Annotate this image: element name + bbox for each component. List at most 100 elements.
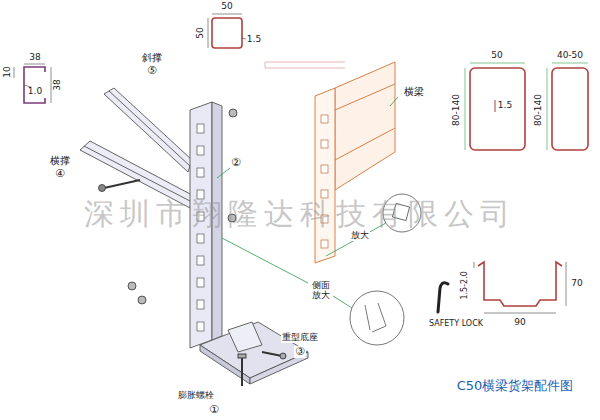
zoom-circle <box>350 291 404 345</box>
dimension-label: 1.5 <box>497 101 513 111</box>
dimension-line <box>212 14 242 15</box>
part-name: 横梁 <box>403 86 425 97</box>
zoom-circle <box>365 303 386 332</box>
dimension-line <box>208 18 209 48</box>
bolt <box>99 185 106 192</box>
callout-number: ③ <box>294 346 306 358</box>
beam <box>335 62 395 190</box>
dimension-line <box>566 262 567 306</box>
dimension-label: 1.5 <box>246 35 262 45</box>
beam <box>335 128 395 160</box>
dimension-line <box>14 64 51 103</box>
channel-profile <box>478 262 562 306</box>
dimension-line <box>474 262 566 313</box>
dimension-label: 38 <box>53 78 63 91</box>
beam-profile <box>470 68 525 150</box>
leader-line <box>390 97 398 106</box>
dimension-label: 80-140 <box>534 93 544 127</box>
dimension-label: 40-50 <box>556 51 584 61</box>
diagonal-brace <box>104 88 192 172</box>
base-plate <box>200 322 308 384</box>
c-profile <box>24 67 45 103</box>
connector-hole <box>321 140 328 148</box>
nut <box>138 296 146 304</box>
dimension-label: 38 <box>28 53 41 63</box>
callout-number: ⑤ <box>146 65 158 77</box>
anchor-bolt <box>241 358 243 386</box>
dimension-line <box>14 67 15 78</box>
dimension-line <box>465 63 588 150</box>
part-name: 膨胀螺栓 <box>177 391 215 401</box>
square-tube <box>212 18 242 48</box>
watermark: 深圳市翔隆达科技有限公司 <box>83 197 517 230</box>
upright-hole <box>197 124 204 133</box>
safety-lock-symbol <box>438 283 448 312</box>
beam-arm <box>265 62 345 68</box>
dimension-line <box>24 64 45 65</box>
upright-hole <box>197 146 204 155</box>
dimension-line <box>474 262 475 268</box>
connector-hole <box>321 240 328 248</box>
diagonal-brace <box>109 91 190 166</box>
beam-arm <box>265 62 266 68</box>
dimension-line <box>470 63 525 64</box>
connector-plate <box>315 88 335 263</box>
leader-line <box>217 168 230 178</box>
zoom-label: 侧面 放大 <box>310 281 333 301</box>
dimension-label: 10 <box>3 65 13 78</box>
bolt <box>99 180 141 192</box>
dimension-label: 50 <box>490 51 503 61</box>
anchor-bolt <box>262 352 282 356</box>
callout-number: ① <box>208 404 220 416</box>
connector-hole <box>321 165 328 173</box>
dimension-line <box>208 14 246 48</box>
dimension-label: 50 <box>220 2 233 12</box>
upright-hole <box>197 234 204 243</box>
dimension-line <box>484 313 556 314</box>
upright-hole <box>197 256 204 265</box>
beam-arm <box>265 62 345 63</box>
callout-number: ④ <box>54 168 66 180</box>
dimension-line <box>465 68 466 150</box>
dimension-line <box>51 67 52 103</box>
leader-line <box>222 238 308 283</box>
upright-hole <box>197 168 204 177</box>
part-name: 横撑 <box>49 155 71 166</box>
upright-hole <box>197 278 204 287</box>
channel-profile <box>478 262 562 306</box>
beam-profile <box>470 68 588 150</box>
safety-lock-symbol <box>438 283 448 312</box>
upright-hole <box>197 322 204 331</box>
beam-profile <box>495 100 496 112</box>
beam-profile <box>552 68 588 150</box>
dimension-label: 70 <box>570 279 583 289</box>
dimension-label: 1.5-2.0 <box>461 270 470 300</box>
upright-hole <box>197 300 204 309</box>
zoom-label: 放大 <box>350 231 370 241</box>
beam-arm <box>265 68 345 69</box>
dimension-label: 90 <box>513 318 526 328</box>
nut <box>128 282 136 290</box>
anchor-bolt <box>238 354 246 358</box>
diagram-title: C50横梁货架配件图 <box>455 379 576 393</box>
base-plate <box>228 322 262 352</box>
dimension-label: 50 <box>196 26 206 39</box>
part-name: 斜撑 <box>141 52 163 63</box>
part-name: 重型底座 <box>281 333 319 343</box>
anchor-bolt <box>238 352 286 386</box>
anchor-bolt <box>280 353 286 359</box>
part-name: SAFETY LOCK <box>428 320 484 329</box>
square-tube <box>212 18 242 48</box>
callout-number: ② <box>230 157 242 169</box>
dimension-label: 80-140 <box>452 93 462 127</box>
beam <box>335 62 395 190</box>
dimension-line <box>547 68 548 150</box>
nut <box>229 109 237 117</box>
connector-plate <box>315 88 335 263</box>
diagonal-brace <box>104 88 192 172</box>
c-profile <box>24 67 45 103</box>
beam <box>335 84 395 110</box>
dimension-line <box>552 63 588 64</box>
dimension-label: 1.0 <box>27 87 43 97</box>
